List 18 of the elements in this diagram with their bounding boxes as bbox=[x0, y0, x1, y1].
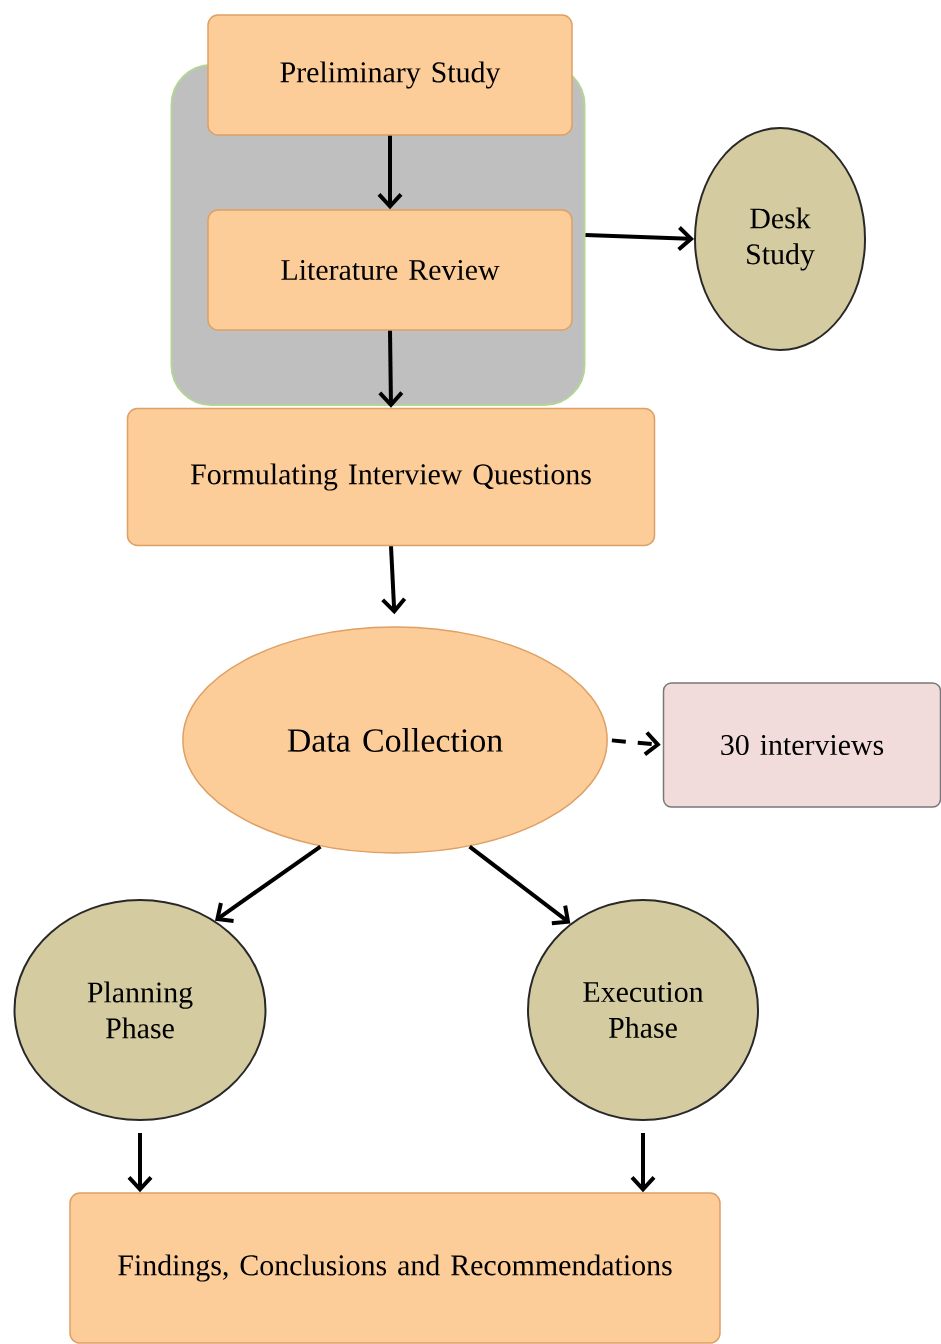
arrow bbox=[378, 330, 404, 408]
ellipse-node: Data Collection bbox=[182, 626, 608, 854]
arrow bbox=[468, 844, 571, 926]
circle-node: Desk Study bbox=[694, 127, 866, 351]
circle-node: Execution Phase bbox=[527, 899, 759, 1121]
note-box: 30 interviews bbox=[662, 682, 941, 808]
process-box: Formulating Interview Questions bbox=[126, 407, 656, 547]
process-box: Literature Review bbox=[207, 209, 573, 331]
arrow bbox=[630, 1133, 656, 1193]
arrow bbox=[377, 135, 403, 210]
process-box: Findings, Conclusions and Recommendations bbox=[69, 1192, 721, 1344]
arrow bbox=[585, 226, 694, 251]
circle-node: Planning Phase bbox=[13, 899, 267, 1121]
arrow bbox=[127, 1133, 153, 1193]
arrow bbox=[381, 546, 407, 615]
arrow bbox=[611, 731, 661, 756]
arrow bbox=[215, 844, 322, 923]
process-box: Preliminary Study bbox=[207, 14, 573, 136]
